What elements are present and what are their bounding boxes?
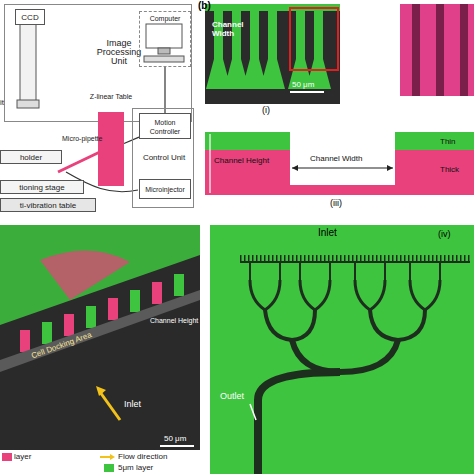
node-text: ti-vibration table	[1, 201, 95, 210]
figure-label: Channel Width	[212, 20, 250, 38]
branch	[250, 262, 440, 280]
legend-swatch	[2, 453, 12, 461]
keyboard	[144, 56, 184, 62]
inlet-teeth	[240, 255, 470, 261]
flow-arrow-head	[96, 386, 106, 396]
legend-text: Flow direction	[118, 452, 167, 461]
figure-label: Channel Height	[214, 156, 274, 165]
height-arrow	[209, 134, 210, 193]
camera-tube	[20, 24, 36, 102]
camera-lens	[17, 100, 39, 108]
flow-arrow	[100, 392, 120, 420]
microchannels	[206, 11, 331, 89]
unit-box: Control Unit Motion ControllerMicroinject…	[132, 108, 194, 208]
figure-label: (i)	[262, 106, 282, 115]
figure-label: Outlet	[220, 392, 260, 401]
branch-tree	[250, 262, 440, 474]
docking-floor	[0, 290, 200, 372]
process-box: Motion Controller	[139, 113, 191, 139]
outlet-pointer	[250, 404, 256, 420]
thin-layer	[395, 132, 474, 150]
node-text: Z-linear Table	[74, 92, 148, 101]
figure-label: Channel Height	[150, 316, 200, 325]
figure-label: it	[0, 98, 20, 107]
post	[42, 322, 52, 344]
arrow-heads	[292, 165, 393, 171]
stage-block: Z-linear Table	[98, 112, 124, 186]
post	[130, 290, 140, 312]
pink-channel	[40, 250, 130, 300]
node-text: Motion Controller	[140, 118, 190, 136]
figure-label: 50 μm	[164, 434, 200, 443]
branch	[250, 280, 440, 310]
width-arrow	[292, 167, 393, 168]
figure-label: Micro-pipette	[62, 134, 112, 143]
render-background	[0, 225, 200, 450]
legend-text: layer	[14, 452, 31, 461]
figure-label: (iv)	[438, 230, 468, 239]
scale-bar	[160, 445, 194, 447]
post	[86, 306, 96, 328]
figure-label: 50 μm	[292, 80, 332, 89]
zoom-image	[400, 4, 474, 96]
connector-line	[164, 67, 165, 113]
node-text: Microinjector	[140, 185, 190, 194]
post	[174, 274, 184, 296]
figure-label: Channel Width	[310, 154, 380, 163]
thick-layer	[290, 185, 395, 195]
node-text: Computer	[140, 14, 190, 23]
monitor-stand	[158, 48, 170, 54]
table-box: ti-vibration table	[0, 198, 96, 212]
stage-box: tioning stage	[0, 180, 84, 194]
legend-background	[0, 450, 200, 474]
trunk	[258, 372, 340, 474]
camera-box: CCD	[15, 9, 45, 25]
post	[20, 330, 30, 352]
node-text: tioning stage	[1, 183, 83, 192]
scale-bar	[290, 91, 324, 93]
legend-text: 5μm layer	[118, 463, 153, 472]
figure-label: Thin	[440, 137, 474, 146]
branch	[292, 340, 398, 372]
node-text: holder	[1, 153, 61, 162]
figure-label: Thick	[440, 165, 474, 174]
post	[108, 298, 118, 320]
node-text: Control Unit	[139, 153, 189, 162]
node-text: CCD	[16, 13, 44, 22]
figure-label: (iii)	[330, 199, 354, 208]
branch	[265, 310, 425, 340]
zoom-box	[290, 8, 338, 70]
thick-layer	[395, 150, 474, 195]
thin-layer	[205, 132, 290, 150]
micrograph-background	[205, 4, 340, 104]
figure-label: (b)	[198, 1, 218, 10]
figure-label: Inlet	[318, 228, 358, 237]
legend-arrow-head	[110, 454, 115, 460]
figure-label: Inlet	[124, 400, 154, 409]
monitor-screen	[146, 24, 182, 48]
post	[152, 282, 162, 304]
post	[64, 314, 74, 336]
process-box: Microinjector	[139, 179, 191, 199]
computer-box: Computer	[139, 11, 191, 67]
network-background	[210, 225, 474, 474]
zoom-channels	[412, 4, 468, 96]
unit-box: Image Processing UnitCCDComputer	[4, 4, 192, 122]
holder-box: holder	[0, 150, 62, 164]
legend-swatch	[104, 464, 114, 472]
thick-layer	[205, 150, 290, 195]
